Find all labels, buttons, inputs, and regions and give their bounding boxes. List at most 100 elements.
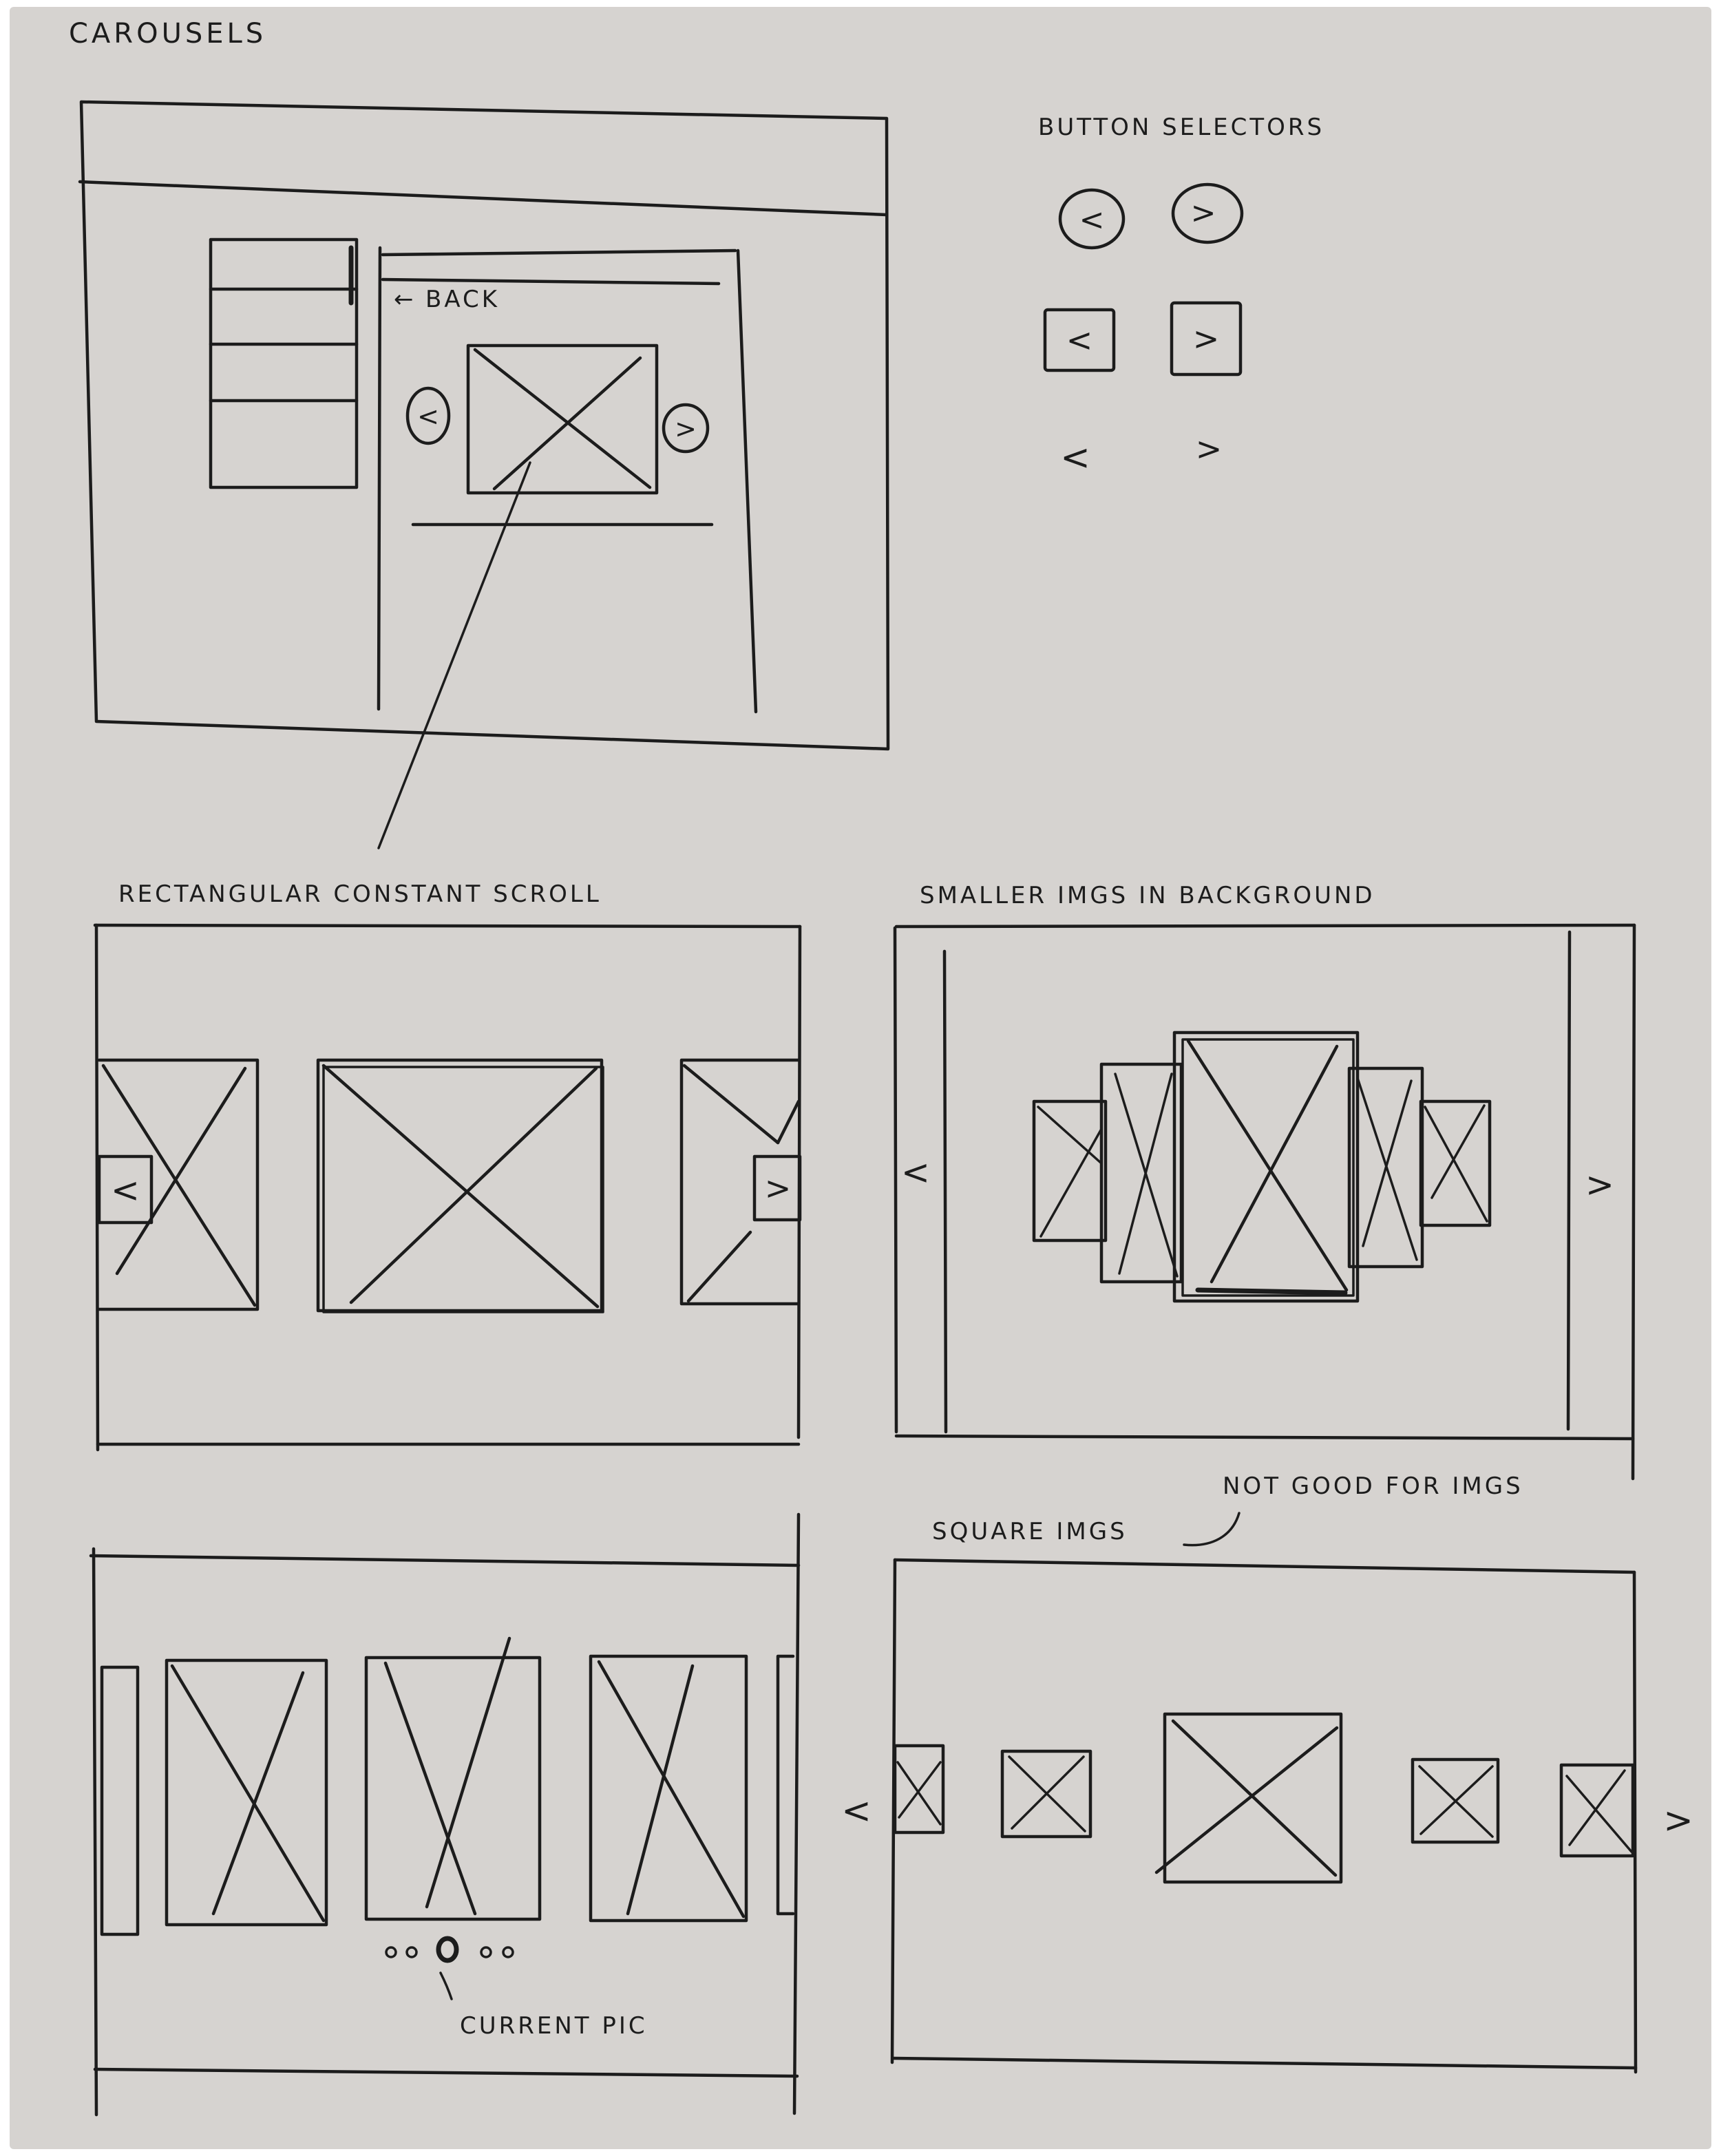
image-placeholder-cross <box>492 356 642 491</box>
image-placeholder-cross <box>1154 1726 1339 1874</box>
panel-right <box>1631 923 1636 1481</box>
chevron-left-icon: < <box>417 401 439 432</box>
image-placeholder <box>97 1058 260 1311</box>
plain-next-button[interactable]: > <box>1196 430 1223 467</box>
square-next-button[interactable]: > <box>1663 1800 1693 1841</box>
image-placeholder <box>1099 1062 1183 1284</box>
scroll-next-button[interactable] <box>752 1154 802 1222</box>
image-placeholder <box>466 344 659 495</box>
pagination-dot-icon[interactable] <box>385 1946 397 1958</box>
image-placeholder <box>893 1744 945 1835</box>
image-placeholder-cross <box>473 348 652 489</box>
image-placeholder-cross <box>211 1671 305 1916</box>
pagination-dot-current-icon[interactable] <box>436 1936 459 1963</box>
image-placeholder <box>1411 1757 1500 1844</box>
image-placeholder-cross <box>597 1660 746 1919</box>
image-placeholder-cross <box>1186 1039 1349 1292</box>
image-placeholder-cross <box>383 1661 477 1916</box>
scroll-prev-button[interactable] <box>97 1154 154 1225</box>
panel-top <box>93 923 802 929</box>
image-placeholder-cross <box>896 1761 942 1826</box>
image-placeholder-cross <box>1210 1044 1339 1284</box>
chevron-right-icon: > <box>1191 195 1216 231</box>
image-placeholder-cross <box>1568 1769 1626 1846</box>
image-placeholder-cross <box>1430 1104 1486 1199</box>
panel-left <box>893 926 898 1434</box>
pagination-dot-icon[interactable] <box>405 1946 418 1958</box>
image-placeholder <box>165 1658 328 1927</box>
image-placeholder <box>100 1665 140 1936</box>
content-top-rule <box>381 249 737 257</box>
chevron-right-icon: > <box>675 414 697 444</box>
panel-top <box>894 923 1636 929</box>
image-placeholder <box>589 1654 748 1923</box>
variant-rectangular-scroll: RECTANGULAR CONSTANT SCROLL < > <box>93 880 802 1452</box>
back-arrow-icon[interactable]: ← <box>394 286 414 313</box>
image-placeholder-cross <box>1419 1765 1494 1835</box>
carousel-next-button[interactable] <box>662 403 710 454</box>
image-placeholder-cross <box>686 1230 752 1303</box>
rect-scroll-label: RECTANGULAR CONSTANT SCROLL <box>118 880 602 908</box>
image-placeholder <box>1032 1099 1108 1243</box>
image-placeholder-cross <box>776 1099 801 1145</box>
content-right-rule <box>736 249 758 714</box>
content-left-rule <box>377 246 382 711</box>
browser-frame <box>79 100 890 751</box>
image-placeholder-cross <box>425 1636 511 1909</box>
square-imgs-label: SQUARE IMGS <box>932 1518 1128 1545</box>
panel-right <box>1632 1570 1638 2074</box>
square-prev-button[interactable] <box>1043 308 1116 372</box>
panel-bottom <box>93 2067 799 2078</box>
button-selectors-label: BUTTON SELECTORS <box>1038 114 1324 141</box>
square-prev-button[interactable]: < <box>841 1790 872 1832</box>
pagination-dot-icon[interactable] <box>480 1946 492 1958</box>
image-placeholder-cross <box>898 1761 942 1819</box>
image-placeholder-cross <box>1565 1775 1633 1853</box>
chevron-left-icon: < <box>1079 202 1105 237</box>
image-placeholder-cross <box>1037 1106 1103 1165</box>
image-placeholder-cross <box>321 1064 600 1309</box>
chevron-right-icon: > <box>765 1170 792 1207</box>
annotation-curve <box>1183 1512 1240 1547</box>
browser-header-line <box>78 180 889 217</box>
variant-pagination-dots: CURRENT PIC <box>89 1512 801 2117</box>
pagination-dot-icon[interactable] <box>502 1946 514 1958</box>
image-placeholder-cross <box>101 1064 257 1307</box>
image-placeholder-cross <box>349 1066 598 1304</box>
image-placeholder-cross <box>682 1064 780 1145</box>
variant-square-imgs: NOT GOOD FOR IMGS SQUARE IMGS < > <box>841 1472 1693 2074</box>
variant-smaller-background: SMALLER IMGS IN BACKGROUND < > <box>893 882 1636 1481</box>
panel-top <box>893 1558 1636 1574</box>
content-subheader-line <box>381 277 721 286</box>
plain-prev-button[interactable]: < <box>1060 437 1090 478</box>
image-placeholder-cross <box>1362 1079 1413 1247</box>
carousel-prev-button[interactable] <box>405 386 451 445</box>
image-placeholder <box>1559 1763 1635 1858</box>
panel-inner-left <box>942 949 948 1434</box>
image-placeholder <box>1172 1031 1360 1303</box>
image-placeholder-shadow <box>1195 1287 1348 1296</box>
image-placeholder-cross <box>626 1664 695 1916</box>
image-placeholder <box>316 1058 604 1313</box>
stacked-next-button[interactable]: > <box>1585 1165 1614 1205</box>
not-good-label: NOT GOOD FOR IMGS <box>1223 1472 1523 1500</box>
circle-prev-button[interactable] <box>1058 188 1126 250</box>
image-placeholder <box>364 1656 542 1921</box>
image-placeholder <box>776 1654 795 1916</box>
back-link[interactable]: BACK <box>425 286 500 313</box>
button-selectors-panel: BUTTON SELECTORS < > < > < > <box>1038 114 1324 478</box>
stacked-prev-button[interactable]: < <box>901 1152 930 1192</box>
image-placeholder-cross <box>115 1066 247 1276</box>
panel-bottom <box>891 2056 1638 2070</box>
panel-left <box>94 923 100 1452</box>
image-placeholder-cross <box>1356 1077 1418 1261</box>
smaller-imgs-label: SMALLER IMGS IN BACKGROUND <box>920 882 1375 909</box>
image-placeholder-cross <box>1424 1106 1488 1223</box>
image-placeholder <box>1000 1749 1092 1839</box>
current-pic-pointer <box>439 1972 453 2000</box>
chevron-right-icon: > <box>1193 320 1220 357</box>
square-next-button[interactable] <box>1170 301 1243 377</box>
circle-next-button[interactable] <box>1171 182 1244 244</box>
image-placeholder <box>679 1058 801 1306</box>
